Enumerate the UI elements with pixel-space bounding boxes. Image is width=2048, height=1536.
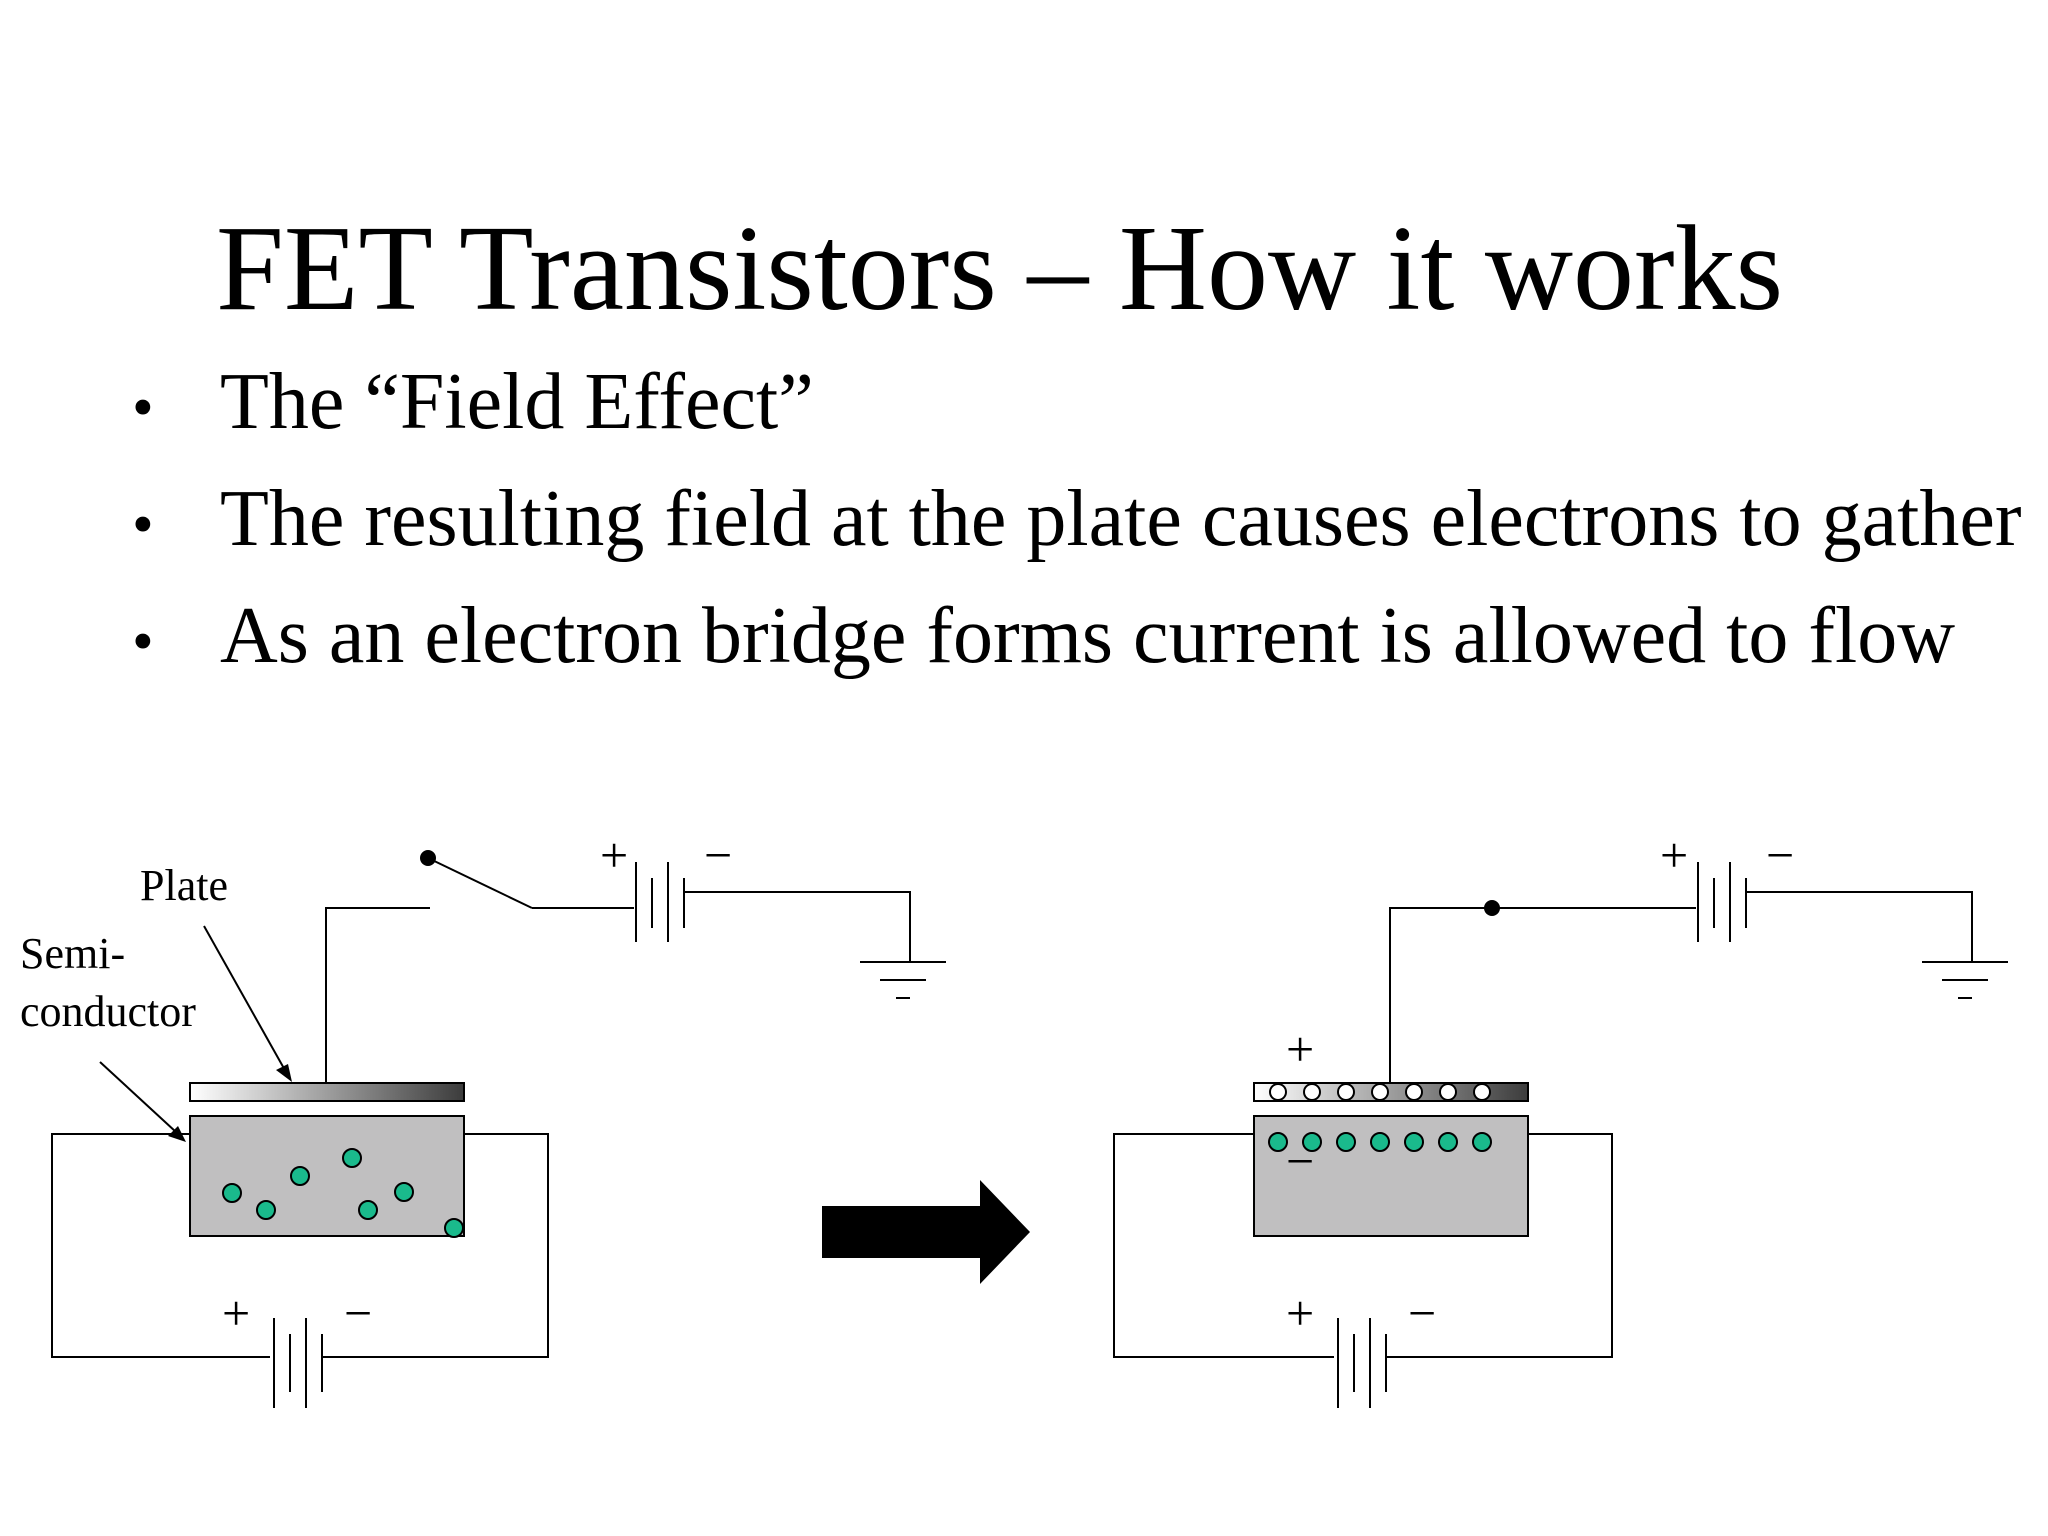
channel-battery-plus-label: + <box>1286 1285 1314 1341</box>
gate-wire <box>325 907 430 1083</box>
channel-wire <box>1386 1133 1613 1358</box>
gate-battery-icon <box>635 862 685 942</box>
channel-battery-icon <box>1337 1318 1387 1408</box>
electron-icon <box>1268 1132 1288 1152</box>
bullet-dot-icon: • <box>132 608 154 676</box>
plate-pointer-arrowhead-icon <box>276 1064 292 1082</box>
channel-battery-icon <box>273 1318 323 1408</box>
electron-icon <box>1404 1132 1424 1152</box>
switch-lever <box>427 857 533 909</box>
electron-icon <box>342 1148 362 1168</box>
hole-icon <box>1269 1083 1287 1101</box>
bullet-text: As an electron bridge forms current is a… <box>220 592 1956 680</box>
plate <box>189 1082 465 1102</box>
electron-icon <box>256 1200 276 1220</box>
semiconductor-block <box>189 1115 465 1237</box>
hole-icon <box>1473 1083 1491 1101</box>
channel-wire <box>1113 1133 1334 1358</box>
plate <box>1253 1082 1529 1102</box>
semiconductor-label-line1: Semi- <box>20 929 125 978</box>
channel-charge-minus-label: − <box>1286 1133 1314 1189</box>
bullet-text: The “Field Effect” <box>220 358 814 446</box>
gate-battery-minus-label: − <box>704 827 732 883</box>
channel-battery-minus-label: − <box>1408 1285 1436 1341</box>
right-circuit: + − + − <box>1113 827 2008 1408</box>
gate-battery-icon <box>1697 862 1747 942</box>
electron-icon <box>394 1182 414 1202</box>
plate-pointer-line <box>203 925 287 1073</box>
electron-icon <box>444 1218 464 1238</box>
channel-wire <box>322 1133 549 1358</box>
electron-icon <box>222 1183 242 1203</box>
semiconductor-pointer-line <box>99 1061 177 1133</box>
slide-title: FET Transistors – How it works <box>216 201 1784 336</box>
transition-arrow-icon <box>822 1180 1030 1284</box>
ground-wire <box>684 891 911 962</box>
ground-wire <box>1746 891 1973 962</box>
bullet-dot-icon: • <box>132 374 154 442</box>
bullet-text: The resulting field at the plate causes … <box>220 475 2022 563</box>
semiconductor-pointer-arrowhead-icon <box>168 1126 186 1142</box>
electron-icon <box>290 1166 310 1186</box>
bullet-item: • The “Field Effect” <box>132 362 2022 479</box>
left-circuit: + − + − Plate <box>20 827 946 1408</box>
gate-wire <box>1389 907 1696 1083</box>
hole-icon <box>1303 1083 1321 1101</box>
ground-icon <box>860 961 946 999</box>
electron-icon <box>1336 1132 1356 1152</box>
hole-icon <box>1405 1083 1423 1101</box>
channel-battery-minus-label: − <box>344 1285 372 1341</box>
semiconductor-label-line2: conductor <box>20 987 196 1036</box>
gate-battery-minus-label: − <box>1766 827 1794 883</box>
plate-charge-plus-label: + <box>1286 1021 1314 1077</box>
electron-icon <box>358 1200 378 1220</box>
bullet-dot-icon: • <box>132 491 154 559</box>
hole-icon <box>1337 1083 1355 1101</box>
bullet-item: • The resulting field at the plate cause… <box>132 479 2022 596</box>
plate-label: Plate <box>140 861 228 910</box>
gate-battery-plus-label: + <box>1660 827 1688 883</box>
electron-icon <box>1370 1132 1390 1152</box>
switch-closed-node-icon <box>1484 900 1500 916</box>
channel-battery-plus-label: + <box>222 1285 250 1341</box>
hole-icon <box>1439 1083 1457 1101</box>
bullet-item: • As an electron bridge forms current is… <box>132 596 2022 713</box>
hole-icon <box>1371 1083 1389 1101</box>
channel-wire <box>51 1133 270 1358</box>
ground-icon <box>1922 961 2008 999</box>
bullet-list: • The “Field Effect” • The resulting fie… <box>132 362 2022 713</box>
electron-icon <box>1302 1132 1322 1152</box>
gate-battery-plus-label: + <box>600 827 628 883</box>
electron-icon <box>1438 1132 1458 1152</box>
electron-icon <box>1472 1132 1492 1152</box>
